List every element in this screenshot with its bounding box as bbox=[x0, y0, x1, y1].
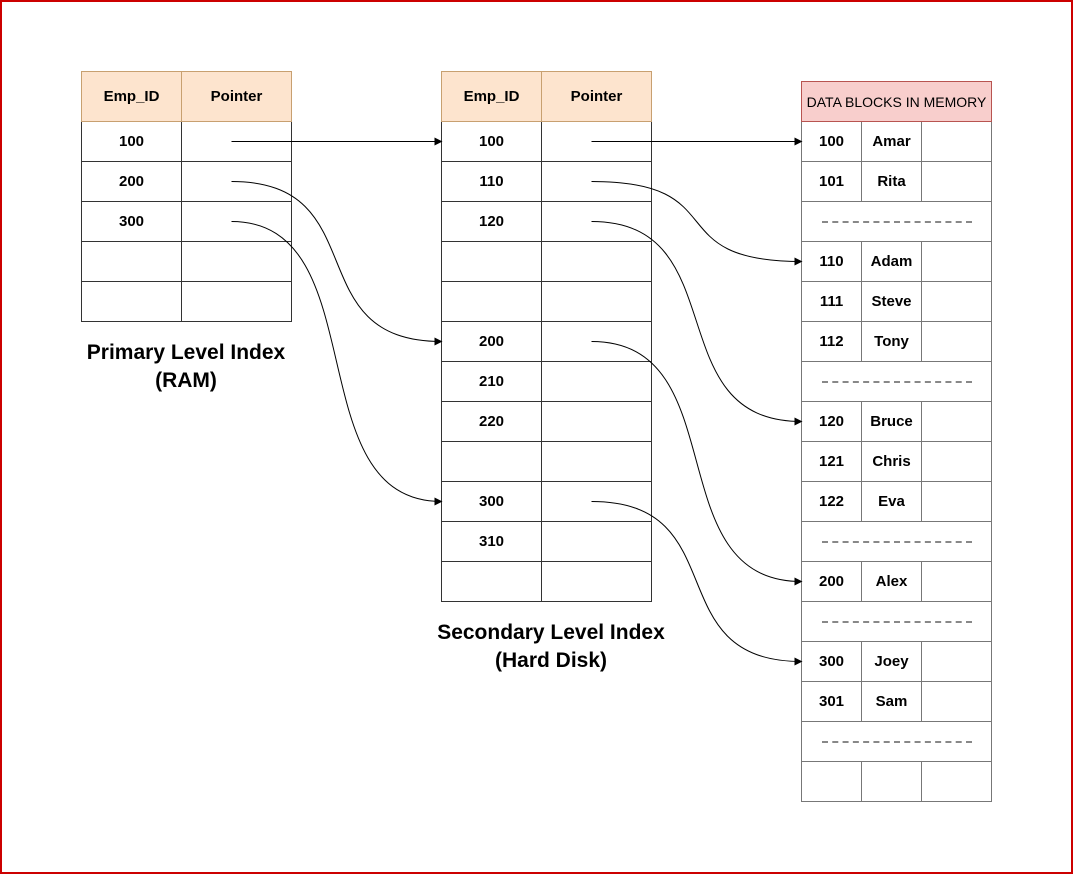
data-extra-cell bbox=[921, 321, 992, 362]
secondary-caption-line1: Secondary Level Index bbox=[437, 621, 665, 644]
data-name-cell: Steve bbox=[861, 281, 922, 322]
data-name-cell: Adam bbox=[861, 241, 922, 282]
data-id-cell: 110 bbox=[801, 241, 862, 282]
data-name-cell: Bruce bbox=[861, 401, 922, 442]
secondary-empid-cell: 120 bbox=[441, 201, 542, 242]
data-gap-separator bbox=[801, 521, 992, 562]
secondary-empid-cell bbox=[441, 561, 542, 602]
primary-row bbox=[81, 241, 292, 282]
dashed-line bbox=[821, 620, 972, 623]
data-gap-row bbox=[801, 521, 992, 562]
secondary-empid-cell bbox=[441, 241, 542, 282]
secondary-index-caption: Secondary Level Index (Hard Disk) bbox=[411, 619, 691, 675]
secondary-empid-cell: 220 bbox=[441, 401, 542, 442]
data-id-cell: 300 bbox=[801, 641, 862, 682]
primary-header-pointer: Pointer bbox=[181, 71, 292, 122]
secondary-empid-cell: 310 bbox=[441, 521, 542, 562]
pointer-arrow bbox=[591, 221, 803, 426]
primary-caption-line2: (RAM) bbox=[155, 369, 217, 392]
data-name-cell: Amar bbox=[861, 121, 922, 162]
pointer-arrow bbox=[591, 341, 803, 586]
dashed-line bbox=[821, 380, 972, 383]
data-record-row bbox=[801, 761, 992, 802]
secondary-pointer-cell bbox=[541, 561, 652, 602]
primary-pointer-cell bbox=[181, 241, 292, 282]
primary-empid-cell bbox=[81, 281, 182, 322]
secondary-pointer-cell bbox=[541, 521, 652, 562]
data-extra-cell bbox=[921, 761, 992, 802]
data-gap-row bbox=[801, 601, 992, 642]
data-name-cell: Sam bbox=[861, 681, 922, 722]
secondary-pointer-cell bbox=[541, 401, 652, 442]
secondary-row bbox=[441, 561, 652, 602]
dashed-line bbox=[821, 220, 972, 223]
data-id-cell bbox=[801, 761, 862, 802]
secondary-header-pointer: Pointer bbox=[541, 71, 652, 122]
data-extra-cell bbox=[921, 641, 992, 682]
data-extra-cell bbox=[921, 281, 992, 322]
data-extra-cell bbox=[921, 681, 992, 722]
data-name-cell: Rita bbox=[861, 161, 922, 202]
data-extra-cell bbox=[921, 561, 992, 602]
data-id-cell: 100 bbox=[801, 121, 862, 162]
dashed-line bbox=[821, 740, 972, 743]
dashed-line bbox=[821, 540, 972, 543]
data-id-cell: 101 bbox=[801, 161, 862, 202]
data-name-cell bbox=[861, 761, 922, 802]
primary-empid-cell bbox=[81, 241, 182, 282]
data-extra-cell bbox=[921, 241, 992, 282]
pointer-arrow bbox=[231, 221, 443, 506]
secondary-empid-cell: 110 bbox=[441, 161, 542, 202]
data-extra-cell bbox=[921, 121, 992, 162]
secondary-pointer-cell bbox=[541, 241, 652, 282]
data-id-cell: 200 bbox=[801, 561, 862, 602]
data-id-cell: 112 bbox=[801, 321, 862, 362]
data-id-cell: 121 bbox=[801, 441, 862, 482]
primary-row bbox=[81, 281, 292, 322]
data-gap-separator bbox=[801, 601, 992, 642]
secondary-empid-cell: 100 bbox=[441, 121, 542, 162]
primary-index-caption: Primary Level Index (RAM) bbox=[66, 339, 306, 395]
pointer-arrow bbox=[591, 501, 803, 666]
secondary-row bbox=[441, 241, 652, 282]
secondary-row: 310 bbox=[441, 521, 652, 562]
pointer-arrow bbox=[591, 181, 803, 266]
secondary-caption-line2: (Hard Disk) bbox=[494, 649, 608, 672]
primary-pointer-cell bbox=[181, 281, 292, 322]
data-name-cell: Chris bbox=[861, 441, 922, 482]
data-gap-row bbox=[801, 361, 992, 402]
pointer-arrow bbox=[231, 181, 443, 346]
data-gap-separator bbox=[801, 361, 992, 402]
secondary-row: 220 bbox=[441, 401, 652, 442]
data-name-cell: Alex bbox=[861, 561, 922, 602]
secondary-pointer-cell bbox=[541, 441, 652, 482]
primary-caption-line1: Primary Level Index bbox=[86, 341, 286, 364]
